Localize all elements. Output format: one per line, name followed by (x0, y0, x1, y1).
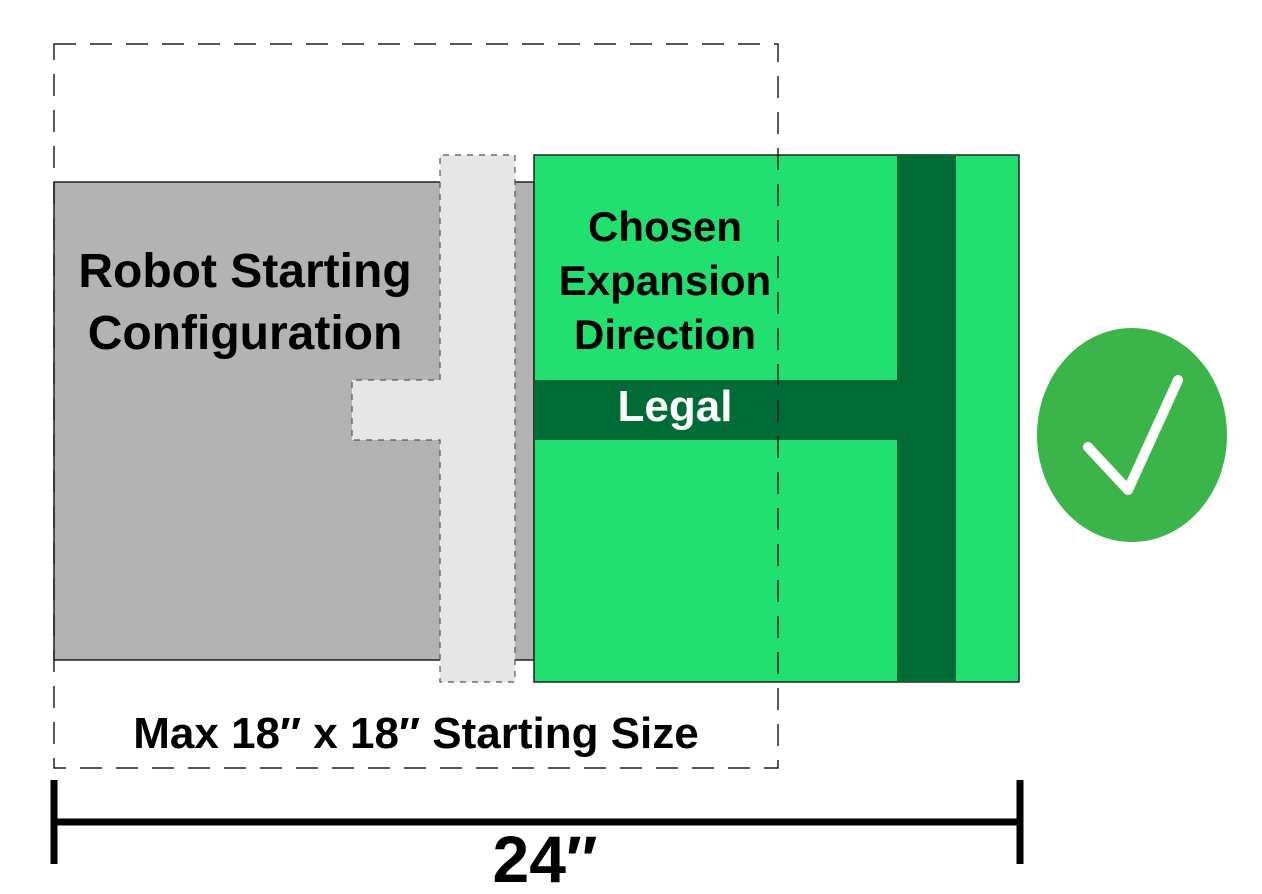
legal-bar (534, 380, 899, 440)
light-gray-vertical-bar (440, 155, 515, 682)
max-size-label: Max 18″ x 18″ Starting Size (133, 709, 699, 758)
dimension-label: 24″ (492, 822, 597, 894)
dark-green-vertical-bar (897, 155, 956, 682)
legal-label: Legal (618, 382, 733, 431)
max-size-boundary (53, 43, 779, 769)
checkmark-stroke (1083, 375, 1183, 495)
expansion-label-line-1: Chosen (588, 203, 742, 250)
robot-label-line-1: Robot Starting (78, 245, 411, 298)
robot-label-line-2: Configuration (88, 307, 403, 360)
expansion-label-line-2: Expansion (559, 257, 771, 304)
expansion-label-line-3: Direction (574, 311, 756, 358)
checkmark-circle (1037, 328, 1227, 542)
light-gray-dashed-outline (351, 154, 516, 683)
checkmark-icon (1037, 328, 1227, 542)
light-gray-horizontal-bar (352, 380, 452, 440)
